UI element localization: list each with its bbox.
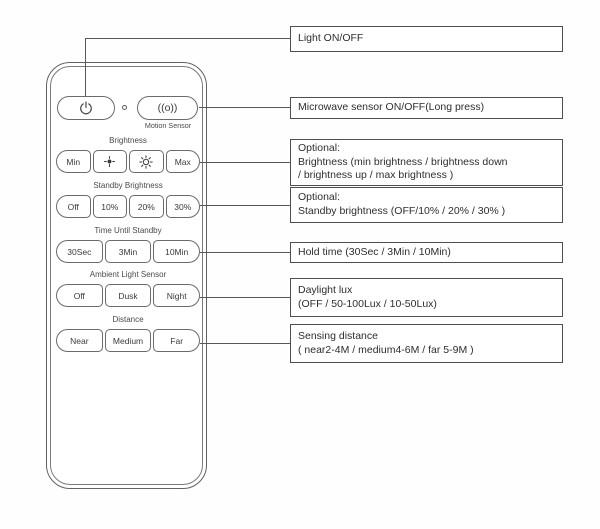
distance-row: Near Medium Far [56,329,201,352]
callout-connector-daylight [200,297,290,299]
callout-connector-brightness [200,162,290,164]
callout-hold-time: Hold time (30Sec / 3Min / 10Min) [290,242,563,263]
callout-text: Sensing distance [298,329,378,342]
standby-off-button[interactable]: Off [56,195,91,218]
ambient-light-row: Off Dusk Night [56,284,201,307]
light-power-button[interactable] [57,96,115,120]
callout-text: Standby brightness (OFF/10% / 20% / 30% … [298,205,506,217]
brightness-down-button[interactable] [92,150,127,173]
section-label-time-until-standby: Time Until Standby [94,226,162,235]
section-label-brightness: Brightness [109,136,147,145]
brightness-up-button[interactable] [129,150,164,173]
distance-far-button[interactable]: Far [153,329,201,352]
callout-brightness-optional: Optional: Brightness (min brightness / b… [290,139,563,186]
ambient-night-button[interactable]: Night [153,284,201,307]
ir-led-indicator [122,105,127,110]
brightness-up-icon [139,154,153,169]
callout-connector-standby [200,205,290,207]
brightness-row: Min [56,150,200,173]
brightness-min-button[interactable]: Min [56,150,91,173]
distance-near-button[interactable]: Near [56,329,103,352]
hold-10min-button[interactable]: 10Min [153,240,201,263]
section-label-standby-brightness: Standby Brightness [93,181,163,190]
brightness-max-button[interactable]: Max [165,150,200,173]
callout-sensing-distance: Sensing distance ( near2-4M / medium4-6M… [290,324,563,363]
section-label-distance: Distance [112,315,144,324]
callout-text: / brightness up / max brightness ) [298,169,454,182]
standby-30-button[interactable]: 30% [165,195,200,218]
callout-text: (OFF / 50-100Lux / 10-50Lux) [298,297,437,310]
callout-text: Light ON/OFF [298,32,364,45]
motion-sensor-label: Motion Sensor [144,121,192,130]
callout-text: Brightness (min brightness / brightness … [298,155,508,168]
callout-connector-hold-time [200,252,290,254]
remote-inner-outline [50,66,203,485]
callout-text: Optional: [298,191,341,204]
motion-sensor-button[interactable]: ((o)) [137,96,198,120]
hold-3min-button[interactable]: 3Min [104,240,152,263]
hold-30sec-button[interactable]: 30Sec [56,240,103,263]
callout-text: Hold time (30Sec / 3Min / 10Min) [298,245,451,258]
hold-time-row: 30Sec 3Min 10Min [56,240,201,263]
callout-microwave-sensor: Microwave sensor ON/OFF(Long press) [290,97,563,119]
callout-text: Microwave sensor ON/OFF(Long press) [298,101,485,114]
callout-connector-sensing-distance [200,343,290,345]
motion-waves-icon: ((o)) [157,102,178,114]
brightness-down-icon [103,155,116,168]
callout-light-on-off: Light ON/OFF [290,26,563,52]
power-icon [78,100,94,116]
callout-text: Daylight lux [298,283,353,296]
standby-10-button[interactable]: 10% [92,195,127,218]
callout-text: ( near2-4M / medium4-6M / far 5-9M ) [298,343,474,356]
ambient-dusk-button[interactable]: Dusk [104,284,152,307]
callout-connector-power [85,38,290,40]
standby-brightness-row: Off 10% 20% 30% [56,195,200,218]
section-label-ambient-light-sensor: Ambient Light Sensor [89,270,167,279]
callout-connector-motion [199,107,290,109]
callout-connector-power-vertical [85,38,87,96]
standby-20-button[interactable]: 20% [129,195,164,218]
callout-standby-optional: Optional: Standby brightness (OFF/10% / … [290,187,563,223]
ambient-off-button[interactable]: Off [56,284,103,307]
callout-text: Optional: [298,142,341,155]
callout-daylight-lux: Daylight lux (OFF / 50-100Lux / 10-50Lux… [290,278,563,317]
distance-medium-button[interactable]: Medium [104,329,152,352]
remote-body [46,62,207,489]
